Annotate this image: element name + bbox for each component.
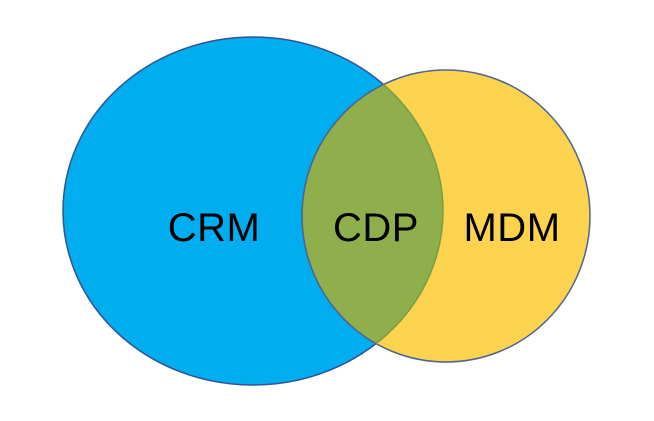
crm-label: CRM [168, 206, 261, 250]
cdp-label: CDP [333, 206, 419, 250]
cdp-intersection [301, 69, 443, 363]
mdm-label: MDM [463, 206, 560, 250]
crm-edge-in-overlap [302, 70, 444, 362]
